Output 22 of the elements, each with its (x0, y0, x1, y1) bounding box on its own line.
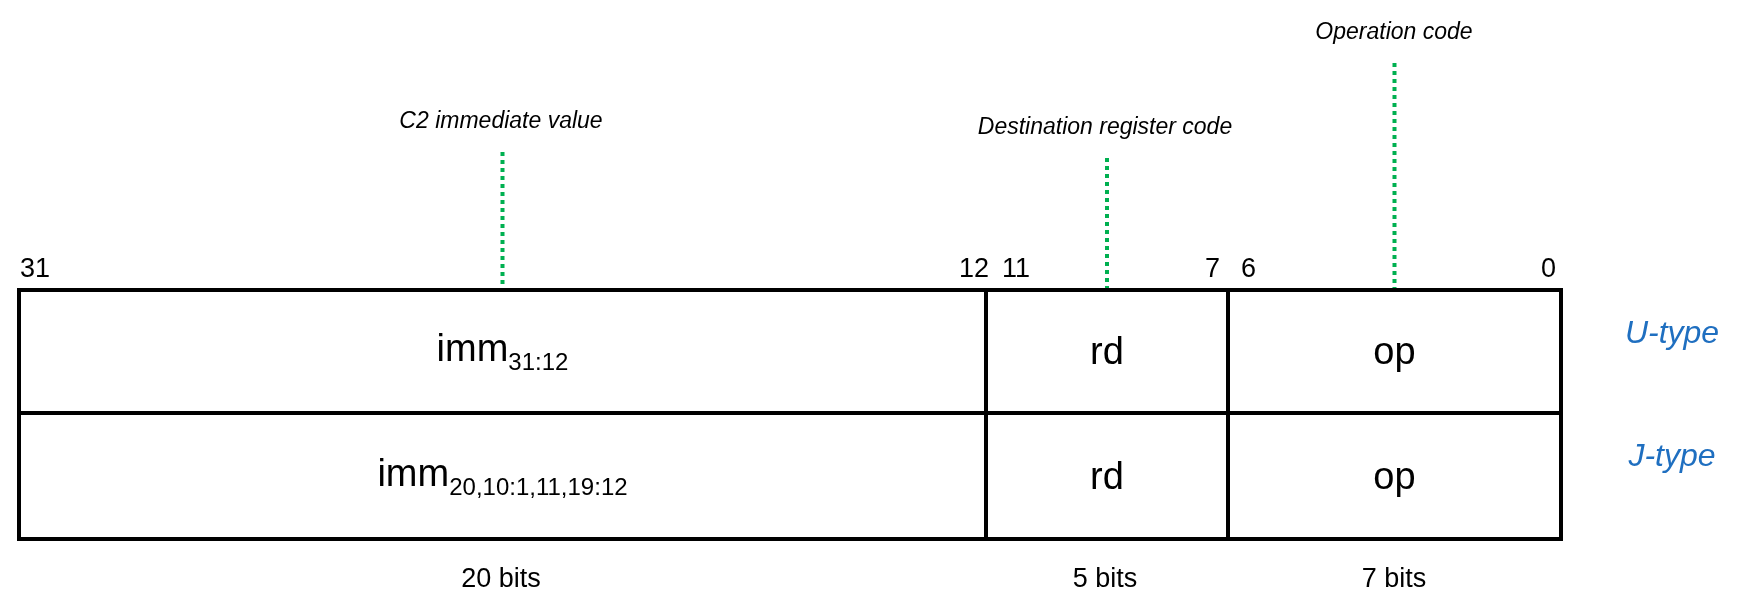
bit-index: 7 (1205, 253, 1221, 284)
width-label: 20 bits (461, 563, 541, 594)
field-name: op (1373, 330, 1416, 373)
width-label: 5 bits (1072, 563, 1138, 594)
width-label: 7 bits (1361, 563, 1427, 594)
field-name: rd (1090, 330, 1124, 373)
bit-index: 6 (1241, 253, 1257, 284)
bit-index: 12 (959, 253, 990, 284)
field-name: op (1373, 454, 1416, 498)
annotation-text: Destination register code (977, 113, 1233, 140)
bit-index: 31 (20, 253, 51, 284)
bit-index: 11 (1002, 253, 1031, 284)
bit-index: 0 (1541, 253, 1557, 284)
field-name: imm$_{31:12}$ (436, 327, 569, 376)
leader-line (1392, 63, 1397, 288)
row-type-label: J-type (1628, 436, 1716, 474)
field-name: rd (1090, 454, 1124, 498)
row-type-label: U-type (1624, 313, 1720, 351)
annotation-text: C2 immediate value (399, 107, 603, 134)
leader-line (1105, 158, 1109, 288)
field-name: imm$_{20,10:1,11,19:12}$ (377, 451, 628, 501)
annotation-text: Operation code (1315, 18, 1473, 45)
